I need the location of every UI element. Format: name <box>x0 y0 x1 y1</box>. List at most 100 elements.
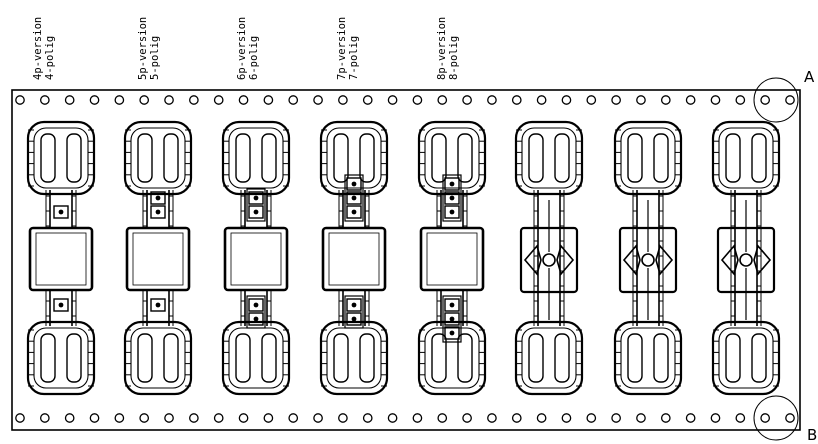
perforation-hole <box>660 413 671 423</box>
connector-panels <box>26 120 781 396</box>
loop-cutout <box>137 133 153 183</box>
loop-cutout <box>457 133 473 183</box>
frame-loop-inner <box>718 327 774 389</box>
perforation-hole <box>238 413 249 423</box>
loop-cutout <box>261 133 277 183</box>
version-label-line2: 4-polig <box>44 36 56 80</box>
loop-cutout <box>66 333 82 383</box>
housing-window-inner <box>328 232 380 286</box>
connector-panel-5 <box>417 120 487 396</box>
perforation-hole <box>511 413 522 423</box>
contact-dot <box>449 330 455 336</box>
version-label-line1: 8p-version <box>436 17 448 80</box>
perforation-hole <box>89 413 100 423</box>
frame-loop-inner <box>521 127 577 189</box>
frame-loop-inner <box>718 127 774 189</box>
pin-carrier-top <box>344 174 364 222</box>
connector-panel-1 <box>26 120 96 396</box>
perforation-hole <box>412 95 423 105</box>
contact-pin <box>150 191 166 205</box>
perforation-hole <box>89 95 100 105</box>
contact-pin <box>346 298 362 312</box>
contact-pin <box>346 312 362 326</box>
perforation-hole <box>735 413 746 423</box>
loop-cutout <box>725 133 741 183</box>
contact-dot <box>253 302 259 308</box>
frame-loop-inner <box>33 127 89 189</box>
loop-cutout <box>653 333 669 383</box>
housing-window <box>419 226 485 292</box>
pin-carrier-bottom <box>344 295 364 329</box>
frame-loop-inner <box>620 327 676 389</box>
carrier-strip-outline <box>11 89 801 431</box>
perforation-hole <box>561 95 572 105</box>
loop-cutout <box>261 333 277 383</box>
perforation-hole <box>15 95 25 105</box>
contact-dot <box>351 181 357 187</box>
perforation-hole <box>338 413 348 423</box>
perforation-hole <box>636 413 646 423</box>
connector-panel-8 <box>711 120 781 396</box>
contact-pin <box>150 298 166 312</box>
contact-pin <box>444 298 460 312</box>
version-label-5p: 5p-version 5-polig <box>137 17 161 80</box>
contact-pin <box>346 205 362 219</box>
frame-loop-outer <box>123 320 193 396</box>
perforation-hole <box>39 95 50 105</box>
frame-loop-inner <box>130 327 186 389</box>
frame-loop-inner <box>228 127 284 189</box>
version-label-line1: 6p-version <box>236 17 248 80</box>
contact-dot <box>449 181 455 187</box>
loop-cutout <box>359 133 375 183</box>
version-label-4p: 4p-version 4-polig <box>32 17 56 80</box>
perforation-hole <box>387 95 398 105</box>
perforation-hole <box>586 95 597 105</box>
housing-window <box>125 226 191 292</box>
housing-window <box>28 226 94 292</box>
housing-window-inner <box>132 232 184 286</box>
loop-cutout <box>235 333 251 383</box>
pin-carrier-bottom <box>442 295 462 343</box>
connector-panel-4 <box>319 120 389 396</box>
perforation-hole <box>462 413 472 423</box>
perforation-hole <box>387 413 398 423</box>
frame-loop-inner <box>130 127 186 189</box>
hub-wedge-left <box>523 244 542 276</box>
perforation-hole <box>213 95 224 105</box>
loop-cutout <box>40 133 56 183</box>
perforation-hole <box>213 413 224 423</box>
perforation-row-bottom <box>15 413 795 423</box>
perforation-hole <box>338 95 348 105</box>
hub-center-ring <box>641 253 655 267</box>
perforation-hole <box>139 413 150 423</box>
frame-loop-outer <box>711 120 781 196</box>
contact-dot <box>351 302 357 308</box>
perforation-hole <box>189 95 199 105</box>
contact-dot <box>351 195 357 201</box>
hub-wedge-left <box>622 244 641 276</box>
contact-pin <box>444 205 460 219</box>
contact-dot <box>253 195 259 201</box>
perforation-hole <box>462 95 472 105</box>
frame-loop-inner <box>33 327 89 389</box>
hub-wedge-left <box>720 244 739 276</box>
frame-loop-inner <box>326 127 382 189</box>
version-label-line1: 7p-version <box>336 17 348 80</box>
frame-loop-outer <box>221 120 291 196</box>
perforation-hole <box>412 413 423 423</box>
contact-dot <box>155 195 161 201</box>
contact-pin <box>444 326 460 340</box>
perforation-hole <box>735 95 746 105</box>
callout-b-label: B <box>807 426 817 444</box>
perforation-hole <box>263 95 274 105</box>
perforation-hole <box>760 413 771 423</box>
frame-loop-outer <box>26 120 96 196</box>
perforation-hole <box>685 413 696 423</box>
loop-cutout <box>235 133 251 183</box>
contact-dot <box>253 316 259 322</box>
contact-pin <box>248 205 264 219</box>
loop-cutout <box>627 333 643 383</box>
connector-panel-7 <box>613 120 683 396</box>
perforation-hole <box>288 413 299 423</box>
version-label-7p: 7p-version 7-polig <box>336 17 360 80</box>
